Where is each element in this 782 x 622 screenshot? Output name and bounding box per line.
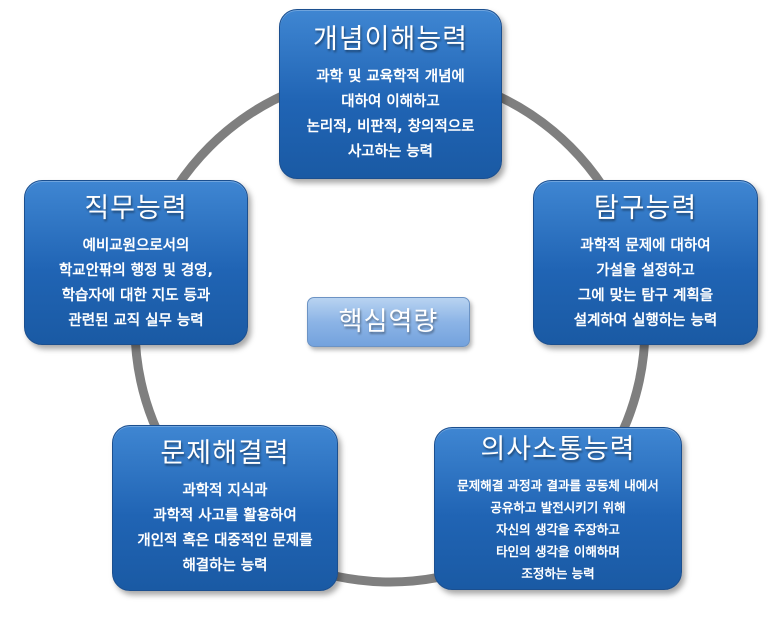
description-line: 예비교원으로서의: [82, 237, 190, 254]
communication-box: 의사소통능력 문제해결 과정과 결과를 공동체 내에서 공유하고 발전시키기 위…: [434, 427, 682, 590]
concept-understanding-title: 개념이해능력: [312, 24, 469, 55]
description-line: 해결하는 능력: [182, 558, 268, 574]
description-line: 조정하는 능력: [521, 565, 595, 581]
description-line: 과학 및 교육학적 개념에: [316, 69, 465, 85]
core-competency-label: 핵심역량: [307, 297, 470, 347]
description-line: 공유하고 발전시키기 위해: [490, 499, 626, 515]
problem-solving-box: 문제해결력 과학적 지식과 과학적 사고를 활용하여 개인적 혹은 대중적인 문…: [112, 425, 338, 591]
description-line: 문제해결 과정과 결과를 공동체 내에서: [457, 477, 659, 493]
description-line: 관련된 교직 실무 능력: [68, 312, 204, 329]
description-line: 설계하여 실행하는 능력: [573, 312, 718, 329]
description-line: 과학적 문제에 대하여: [580, 237, 711, 254]
description-line: 학습자에 대한 지도 등과: [61, 287, 211, 304]
description-line: 과학적 지식과: [182, 483, 268, 499]
concept-understanding-box: 개념이해능력 과학 및 교육학적 개념에 대하여 이해하고 논리적, 비판적, …: [279, 9, 502, 179]
description-line: 개인적 혹은 대중적인 문제를: [137, 533, 313, 549]
inquiry-competency-title: 탐구능력: [593, 192, 698, 224]
description-line: 대하여 이해하고: [341, 94, 440, 110]
job-competency-title: 직무능력: [84, 192, 188, 224]
description-line: 가설을 설정하고: [596, 262, 695, 279]
job-competency-box: 직무능력 예비교원으로서의 학교안팎의 행정 및 경영, 학습자에 대한 지도 …: [24, 180, 248, 345]
description-line: 그에 맞는 탐구 계획을: [577, 287, 714, 304]
description-line: 자신의 생각을 주장하고: [496, 521, 620, 537]
description-line: 학교안팎의 행정 및 경영,: [58, 262, 214, 279]
communication-title: 의사소통능력: [480, 433, 636, 465]
description-line: 과학적 사고를 활용하여: [153, 508, 297, 524]
description-line: 논리적, 비판적, 창의적으로: [306, 119, 475, 135]
inquiry-competency-box: 탐구능력 과학적 문제에 대하여 가설을 설정하고 그에 맞는 탐구 계획을 설…: [533, 180, 758, 345]
description-line: 사고하는 능력: [347, 144, 434, 160]
description-line: 타인의 생각을 이해하며: [496, 543, 620, 559]
problem-solving-title: 문제해결력: [160, 438, 290, 469]
